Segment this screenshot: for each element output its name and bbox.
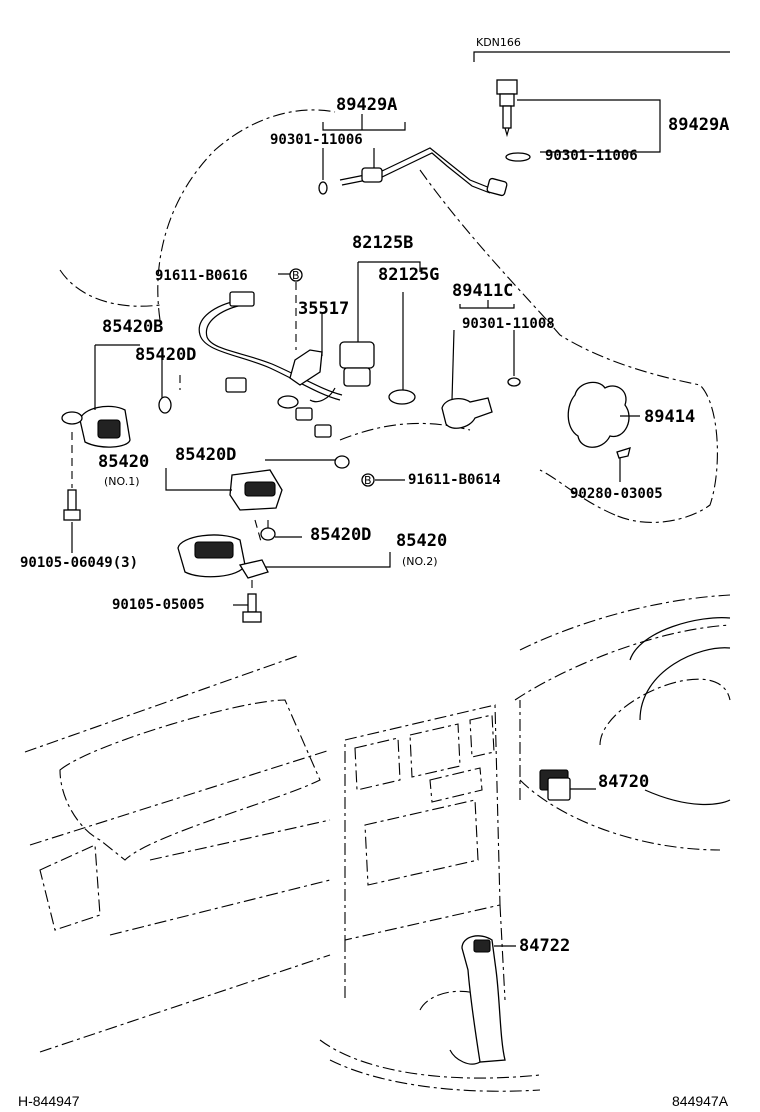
switch-84720: [539, 769, 571, 801]
dashed-guides: [254, 282, 297, 546]
part-labels: KDN166 89429A 90301-11006 89429A 90301-1…: [20, 36, 729, 956]
variant-bracket: [473, 51, 730, 62]
sensor-89411C: [441, 377, 521, 429]
actuator-85420B: [61, 396, 172, 448]
part-89414: [567, 381, 631, 459]
label-90280-03005: 90280-03005: [570, 486, 663, 502]
bolt-markers: B B: [289, 268, 375, 487]
label-89414: 89414: [644, 407, 695, 427]
footer-right-code: 844947A: [672, 1093, 729, 1109]
label-85420-no2: 85420: [396, 531, 447, 551]
label-90105-05005: 90105-05005: [112, 597, 205, 613]
bolt-mark-top: B: [292, 269, 300, 282]
label-35517: 35517: [298, 299, 349, 319]
label-84722: 84722: [519, 936, 570, 956]
label-82125B: 82125B: [352, 233, 413, 253]
label-85420B: 85420B: [102, 317, 163, 337]
shift-knob-84722: [449, 935, 506, 1065]
label-84720: 84720: [598, 772, 649, 792]
bolt-90105-05005: [242, 580, 262, 623]
variant-label: KDN166: [476, 36, 521, 49]
actuator-85420-no1: [229, 455, 350, 511]
footer-left-code: H-844947: [18, 1093, 80, 1109]
actuator-85420-no2: [177, 527, 276, 579]
sensor-89429A-right: [496, 79, 531, 162]
label-no2: (NO.2): [402, 555, 438, 568]
footer: H-844947 844947A: [18, 1093, 729, 1109]
label-90301-11006-right: 90301-11006: [545, 148, 638, 164]
label-91611-B0614: 91611-B0614: [408, 472, 501, 488]
label-85420-no1: 85420: [98, 452, 149, 472]
label-89429A-right: 89429A: [668, 115, 729, 135]
label-85420D-b: 85420D: [175, 445, 236, 465]
dashboard-scene: [24, 594, 731, 1092]
bolt-90105-06049: [63, 432, 81, 521]
label-90301-11008: 90301-11008: [462, 316, 555, 332]
engine-outline: [59, 109, 718, 523]
connector-82125B: [309, 341, 416, 405]
label-90105-06049: 90105-06049(3): [20, 555, 138, 571]
leader-lines: [71, 99, 661, 947]
label-85420D-c: 85420D: [310, 525, 371, 545]
label-85420D-a: 85420D: [135, 345, 196, 365]
bolt-mark-bottom: B: [364, 474, 372, 487]
label-89429A-top: 89429A: [336, 95, 397, 115]
label-91611-B0616: 91611-B0616: [155, 268, 248, 284]
label-82125G: 82125G: [378, 265, 439, 285]
label-no1: (NO.1): [104, 475, 140, 488]
label-89411C: 89411C: [452, 281, 513, 301]
wire-harness: [198, 291, 343, 438]
label-90301-11006-top: 90301-11006: [270, 132, 363, 148]
sensor-89429A-top: [318, 147, 508, 197]
